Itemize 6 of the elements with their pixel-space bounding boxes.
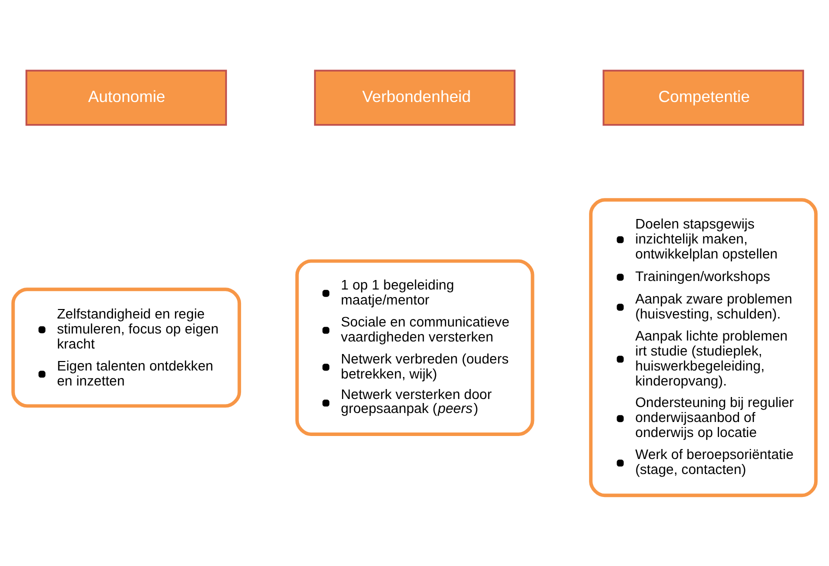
node-box: Competentie [602, 70, 804, 126]
node-box: Autonomie [26, 70, 227, 126]
node-box: 1 op 1 begeleiding maatje/mentor Sociale en communicatieve vaardigheden versterken Netwerk verbreden (ouders betrekken, wijk) Netwerk versterken door groepsaanpak (peers) [295, 259, 534, 436]
node-box: Doelen stapsgewijs inzichtelijk maken, ontwikkelplan opstellen Trainingen/workshops Aanpak zware problemen (huisvesting, schulden). Aanpak lichte problemen irt studie (studieplek, huiswerkbegeleiding, kinderopvang). Ondersteuning bij regulier onderwijsaanbod of onderwijs op locatie Werk of beroepsoriëntatie (stage, contacten) [589, 198, 818, 498]
node-box: Verbondenheid [314, 70, 516, 126]
node-box: Zelfstandigheid en regie stimuleren, focus op eigen kracht Eigen talenten ontdekken en inzetten [11, 288, 242, 408]
